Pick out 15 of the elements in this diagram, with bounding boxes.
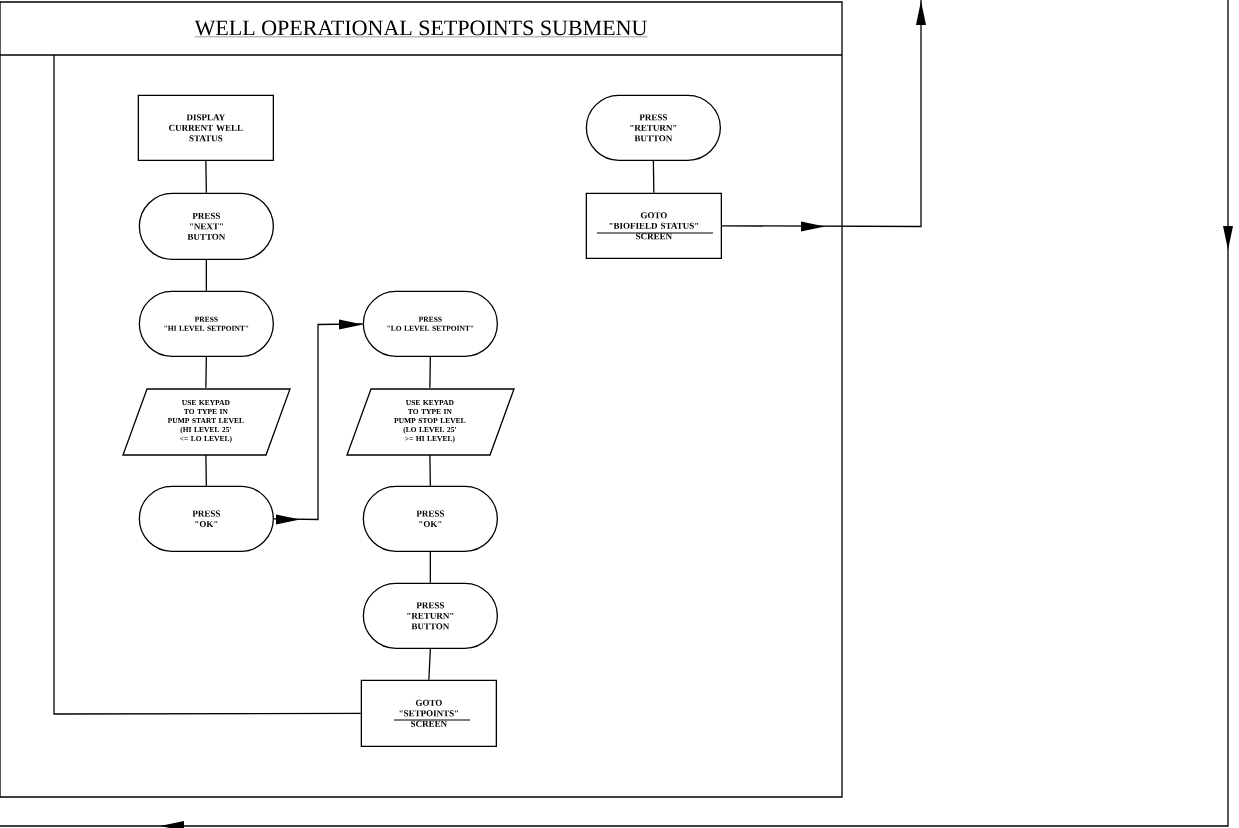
arrow	[273, 319, 364, 525]
process-box: GOTO "SETPOINTS" SCREEN	[360, 679, 497, 747]
connector-line	[429, 356, 431, 389]
connector-line	[53, 54, 362, 715]
process-box: DISPLAY CURRENT WELL STATUS	[137, 94, 274, 161]
connector-line	[429, 551, 431, 584]
connector-line	[205, 454, 207, 487]
connector-line	[205, 160, 207, 194]
connector-line	[652, 160, 655, 194]
connector-line	[205, 259, 207, 292]
arrow	[721, 0, 926, 232]
connector-line	[205, 356, 207, 389]
process-box: GOTO "BIOFIELD STATUS" SCREEN	[585, 192, 722, 259]
connector-line	[428, 648, 431, 681]
connector-line	[429, 454, 431, 487]
